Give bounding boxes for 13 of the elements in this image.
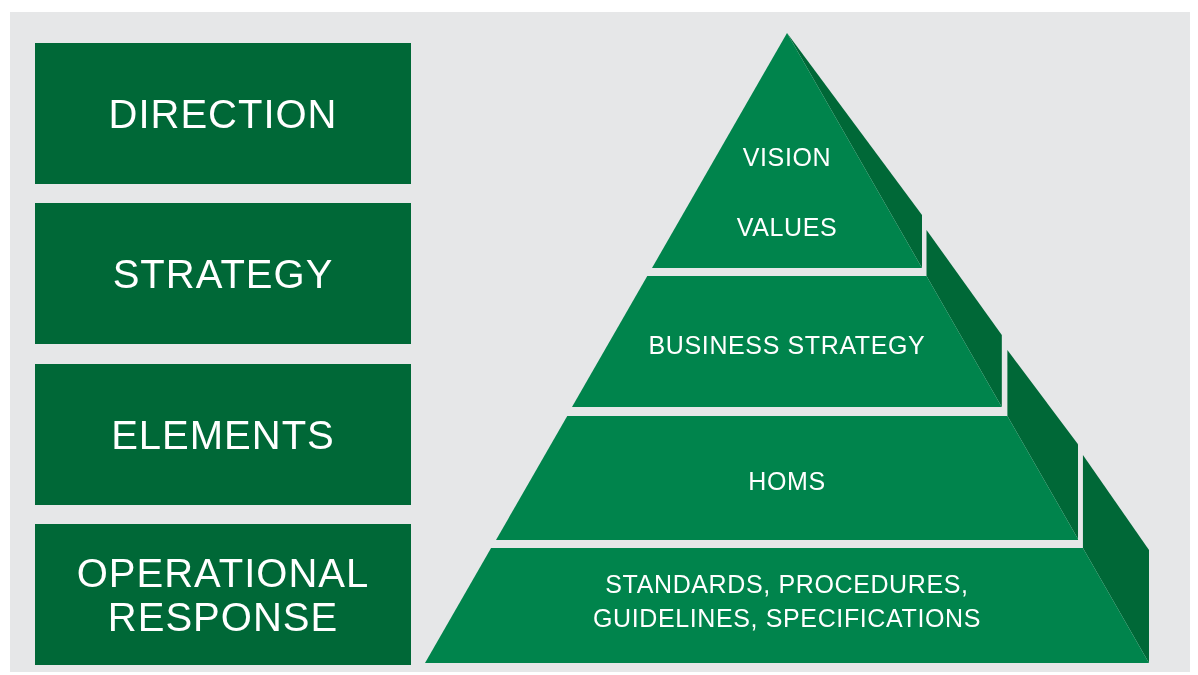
tier-label: VALUES (735, 212, 839, 243)
tier-label: STANDARDS, PROCEDURES, GUIDELINES, SPECIFICATIONS (591, 569, 982, 634)
label-box (35, 524, 411, 665)
tier-label: BUSINESS STRATEGY (647, 330, 927, 361)
label-box (35, 203, 411, 344)
tier-label: HOMS (747, 466, 827, 497)
tier-label: VISION (741, 142, 833, 173)
box-label: STRATEGY (111, 251, 335, 296)
box-label: ELEMENTS (110, 412, 336, 457)
label-box (35, 43, 411, 184)
box-label: DIRECTION (107, 91, 339, 136)
label-box (35, 364, 411, 505)
box-label: OPERATIONAL RESPONSE (75, 550, 371, 639)
